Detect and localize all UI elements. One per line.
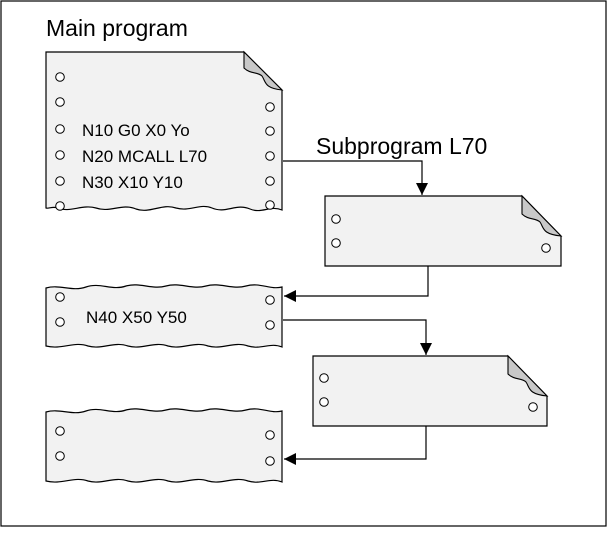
main-program-block-3 (46, 409, 282, 482)
subprogram-title: Subprogram L70 (316, 133, 487, 159)
main-program-title: Main program (46, 15, 188, 41)
main-program-block: N10 G0 X0 Yo N20 MCALL L70 N30 X10 Y10 (46, 52, 282, 211)
return-arrow-1 (284, 266, 428, 296)
main-line-2: N20 MCALL L70 (82, 147, 207, 166)
call-arrow-1 (283, 161, 422, 195)
subprogram-block-1 (325, 196, 561, 266)
second-block-line: N40 X50 Y50 (86, 308, 187, 327)
return-arrow-2 (284, 426, 426, 459)
subprogram-block-2 (313, 356, 547, 426)
main-program-block-2: N40 X50 Y50 (46, 285, 282, 347)
main-line-1: N10 G0 X0 Yo (82, 121, 190, 140)
call-arrow-2 (283, 320, 426, 355)
main-line-3: N30 X10 Y10 (82, 173, 183, 192)
